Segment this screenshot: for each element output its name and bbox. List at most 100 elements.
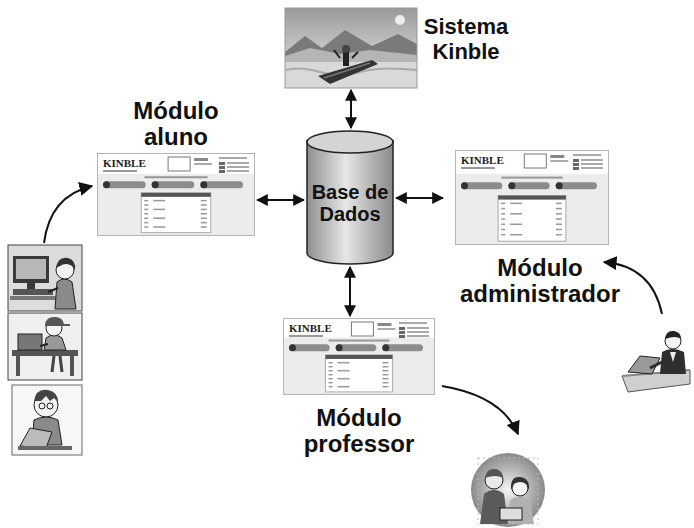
table-cell <box>510 203 522 205</box>
menu-button-icon <box>289 344 296 351</box>
lab-logo <box>168 157 190 171</box>
screen-header <box>284 319 434 337</box>
header-link <box>581 163 603 165</box>
table-cell <box>501 203 505 205</box>
screen-logo: KINBLE <box>289 322 332 334</box>
kinble-scene-part <box>334 50 358 58</box>
header-link <box>581 159 603 161</box>
table-cell <box>144 200 148 202</box>
table-cell <box>329 362 333 364</box>
table-cell <box>201 222 207 224</box>
lab-logo-text <box>194 158 208 161</box>
header-link <box>407 327 429 329</box>
lab-logo <box>351 322 373 336</box>
table-cell <box>144 222 148 224</box>
table-cell <box>510 213 522 215</box>
student-picture-part <box>16 259 46 279</box>
table-cell <box>556 224 562 226</box>
table-cell <box>338 370 350 372</box>
welcome-line <box>501 177 563 179</box>
table-cell <box>510 224 522 226</box>
menu-button <box>200 181 243 188</box>
table-cell <box>144 208 148 210</box>
screenshot-frame: KINBLE <box>97 153 255 236</box>
header-icon <box>573 159 579 162</box>
screen-header <box>98 154 254 174</box>
table-cell <box>153 226 165 228</box>
label-holder: Módulo aluno <box>97 98 255 151</box>
table-cell <box>329 386 333 388</box>
header-icon <box>573 163 579 166</box>
header-icon <box>399 327 405 330</box>
table-cell <box>201 213 207 215</box>
table-cell <box>338 386 350 388</box>
header-icon <box>399 331 405 334</box>
welcome-line <box>144 176 207 178</box>
system-node: Sistema Kinble <box>285 8 511 88</box>
kinble-scene-part <box>285 8 417 88</box>
table-cell <box>382 370 388 372</box>
data-flow-arrow <box>349 267 351 316</box>
database-node: Base de Dados <box>306 130 394 265</box>
welcome-line <box>329 340 390 342</box>
menu-button <box>382 344 423 351</box>
table-cell <box>382 374 388 376</box>
data-table <box>141 193 211 233</box>
module-title: Módulo administrador <box>445 255 635 308</box>
screen-header <box>456 151 608 174</box>
screenshot-frame: KINBLE <box>455 150 609 245</box>
scene-frame <box>285 8 417 88</box>
table-cell <box>201 200 207 202</box>
cylinder-top <box>307 131 393 153</box>
table-cell <box>144 226 148 228</box>
administrator-picture-part <box>650 362 662 368</box>
menu-button-icon <box>508 182 515 189</box>
screen-logo: KINBLE <box>461 154 504 166</box>
table-cell <box>144 217 148 219</box>
lab-logo <box>524 154 546 168</box>
table-cell <box>556 218 562 220</box>
kinble-scene-part <box>395 15 405 25</box>
table-cell <box>556 234 562 236</box>
module-node: KINBLEMódulo aluno <box>97 98 255 236</box>
module-node: KINBLE Módulo professor <box>283 318 435 458</box>
student-picture-part <box>40 344 48 346</box>
header-link <box>407 335 429 337</box>
kinble-scene <box>285 8 417 88</box>
data-flow-arrow <box>350 90 352 128</box>
menu-button <box>556 182 597 189</box>
student-picture-part <box>13 289 53 295</box>
student-picture-part <box>52 356 62 372</box>
menu-button <box>336 344 377 351</box>
screen-frame <box>98 153 255 235</box>
table-cell <box>556 229 562 231</box>
system-title: Sistema Kinble <box>421 14 511 65</box>
student-picture-part <box>18 334 42 350</box>
table-cell <box>338 378 350 380</box>
teacher-picture-part <box>511 477 529 490</box>
table-cell <box>201 204 207 206</box>
header-link <box>407 331 429 333</box>
table-cell <box>501 229 505 231</box>
user-arrow <box>44 186 92 243</box>
student-picture-part <box>39 403 45 409</box>
lab-logo-text <box>550 155 564 158</box>
menu-button-icon <box>336 344 343 351</box>
header-link <box>227 162 249 164</box>
menu-button-icon <box>200 181 207 188</box>
student-picture-part <box>18 446 72 450</box>
student-picture-part <box>44 335 66 350</box>
label-holder: Módulo professor <box>283 405 435 458</box>
menu-button <box>461 182 502 189</box>
table-cell <box>501 224 505 226</box>
student-picture-part <box>12 350 78 356</box>
header-link <box>581 167 603 169</box>
table-cell <box>153 217 165 219</box>
administrator-picture-part <box>670 352 676 362</box>
table-cell <box>556 208 562 210</box>
data-table <box>498 196 566 242</box>
table-cell <box>329 370 333 372</box>
student-picture-part <box>47 403 53 409</box>
header-link <box>399 322 427 324</box>
